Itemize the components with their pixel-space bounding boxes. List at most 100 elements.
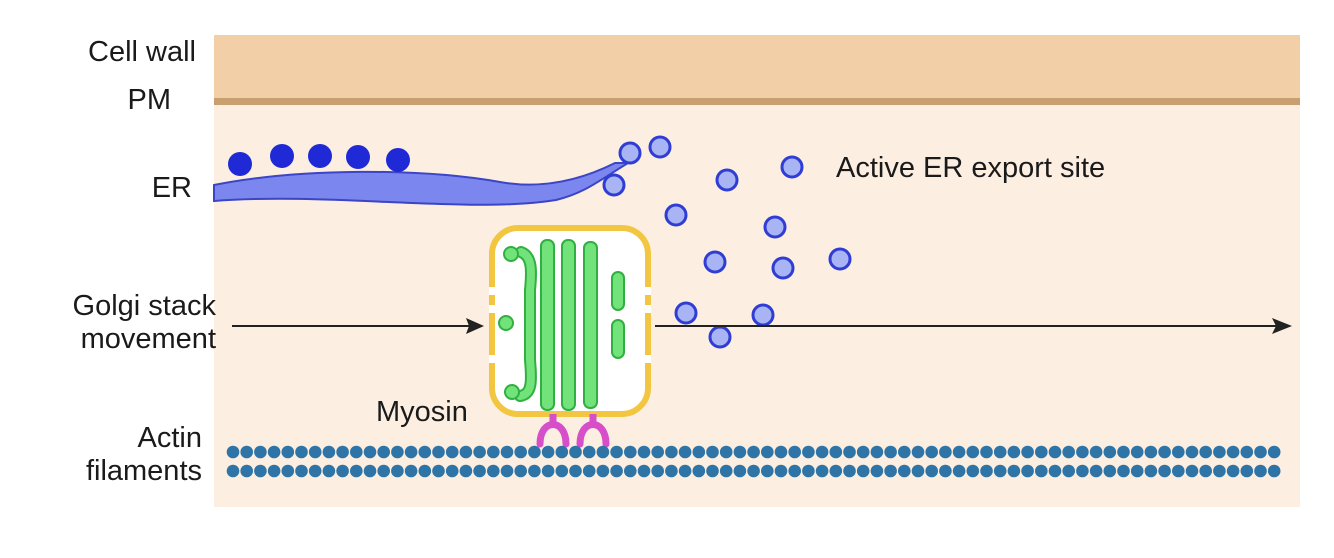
- golgi-stack-icon: [489, 225, 651, 417]
- actin-subunit: [678, 464, 692, 478]
- cell-wall-band: [214, 35, 1300, 99]
- myosin-motor-icon: [536, 414, 610, 448]
- actin-subunit: [774, 464, 788, 478]
- actin-subunit: [1062, 464, 1075, 478]
- vesicle-icon: [674, 301, 698, 325]
- vesicle-icon: [703, 250, 727, 274]
- actin-subunit: [1158, 464, 1171, 478]
- actin-subunit: [1254, 464, 1267, 478]
- actin-subunit: [884, 445, 897, 459]
- actin-subunit: [706, 464, 719, 478]
- plasma-membrane-line: [214, 98, 1300, 105]
- ribosome-icon: [270, 144, 294, 168]
- golgi-cisterna: [516, 248, 535, 400]
- actin-subunit: [761, 445, 774, 459]
- actin-subunit: [624, 464, 637, 478]
- actin-subunit: [788, 445, 801, 459]
- golgi-bulb: [504, 384, 520, 400]
- myosin-head: [576, 421, 610, 448]
- actin-subunit: [1213, 445, 1226, 459]
- actin-subunit: [1035, 445, 1048, 459]
- actin-subunit: [870, 445, 884, 459]
- golgi-movement-arrow: [232, 318, 1292, 334]
- actin-subunit: [993, 445, 1007, 459]
- golgi-bulb: [498, 315, 514, 331]
- actin-subunit: [747, 445, 760, 459]
- actin-subunit: [254, 464, 267, 478]
- actin-subunit: [1240, 464, 1254, 478]
- actin-subunit: [1240, 445, 1254, 459]
- actin-subunit: [445, 445, 459, 459]
- actin-subunit: [719, 464, 733, 478]
- er-label: ER: [151, 172, 192, 204]
- actin-subunit: [541, 445, 555, 459]
- actin-subunit: [1213, 464, 1226, 478]
- actin-subunit: [1021, 445, 1034, 459]
- actin-subunit: [226, 464, 240, 478]
- ribosome-icon: [386, 148, 410, 172]
- actin-subunit: [363, 464, 377, 478]
- actin-subunit: [445, 464, 459, 478]
- actin-subunit: [898, 464, 911, 478]
- actin-subunit: [1226, 445, 1240, 459]
- myosin-label: Myosin: [376, 396, 468, 428]
- actin-subunit: [418, 445, 432, 459]
- actin-subunit: [267, 464, 281, 478]
- vesicle-icon: [828, 247, 852, 271]
- actin-subunit: [1089, 464, 1103, 478]
- actin-subunit: [980, 464, 993, 478]
- actin-subunit: [569, 445, 582, 459]
- myosin-head: [536, 421, 570, 448]
- actin-subunit: [1035, 464, 1048, 478]
- actin-subunit: [432, 464, 445, 478]
- actin-subunit: [1007, 464, 1021, 478]
- actin-subunit: [925, 445, 938, 459]
- golgi-label-line1: Golgi stack: [72, 290, 216, 322]
- actin-subunit: [514, 464, 527, 478]
- actin-subunit: [1226, 464, 1240, 478]
- actin-subunit: [1076, 464, 1089, 478]
- actin-subunit: [829, 464, 843, 478]
- actin-subunit: [1062, 445, 1075, 459]
- actin-subunit: [802, 464, 815, 478]
- actin-subunit: [733, 445, 747, 459]
- actin-subunit: [1117, 464, 1130, 478]
- actin-subunit: [1048, 445, 1062, 459]
- actin-subunit: [952, 464, 966, 478]
- actin-subunit: [377, 445, 391, 459]
- actin-subunit: [1267, 445, 1281, 459]
- actin-subunit: [856, 464, 870, 478]
- actin-subunit: [1130, 445, 1144, 459]
- actin-subunit: [1089, 445, 1103, 459]
- actin-subunit: [350, 464, 363, 478]
- actin-subunit: [459, 445, 473, 459]
- vesicle-icon: [715, 168, 739, 192]
- vesicle-icon: [751, 303, 775, 327]
- golgi-fragment: [611, 271, 625, 311]
- actin-subunit: [569, 464, 582, 478]
- actin-subunit: [254, 445, 267, 459]
- actin-subunit: [1103, 464, 1117, 478]
- vesicle-icon: [664, 203, 688, 227]
- actin-subunit: [651, 445, 664, 459]
- actin-subunit: [651, 464, 664, 478]
- actin-subunit: [528, 445, 541, 459]
- actin-subunit: [733, 464, 747, 478]
- actin-subunit: [706, 445, 719, 459]
- actin-subunit: [952, 445, 966, 459]
- actin-subunit: [322, 464, 336, 478]
- actin-subunit: [966, 464, 980, 478]
- actin-subunit: [1172, 464, 1185, 478]
- actin-subunit: [322, 445, 336, 459]
- actin-subunit: [610, 445, 623, 459]
- actin-subunit: [404, 464, 418, 478]
- actin-subunit: [1144, 445, 1158, 459]
- actin-subunit: [925, 464, 938, 478]
- actin-subunit: [1130, 464, 1144, 478]
- actin-subunit: [459, 464, 473, 478]
- actin-subunit: [473, 445, 486, 459]
- actin-label-line1: Actin: [137, 422, 202, 454]
- actin-subunit: [377, 464, 391, 478]
- actin-subunit: [637, 445, 651, 459]
- ribosome-icon: [228, 152, 252, 176]
